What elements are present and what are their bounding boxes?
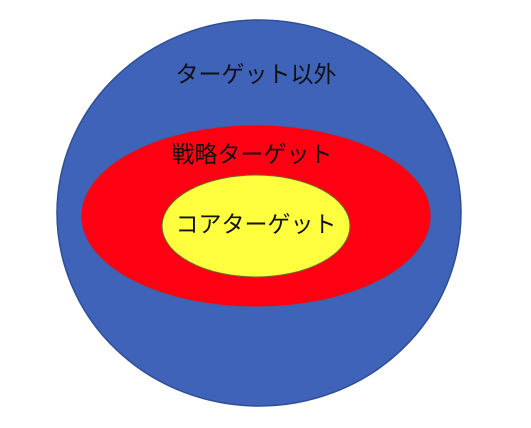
outside-target-label: ターゲット以外 xyxy=(176,62,337,88)
core-target-label: コアターゲット xyxy=(176,212,337,238)
strategic-target-label: 戦略ターゲット xyxy=(172,142,333,168)
core-target-ellipse xyxy=(161,174,351,278)
